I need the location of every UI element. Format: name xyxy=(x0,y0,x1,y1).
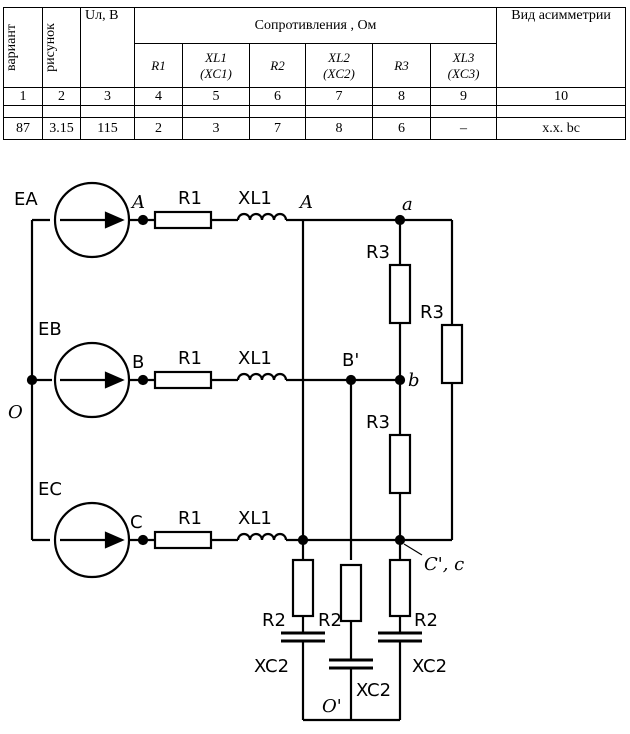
header-resistances: Сопротивления , Ом xyxy=(133,7,498,44)
label-ea: EA xyxy=(14,189,38,210)
label-xl1-c: XL1 xyxy=(238,508,272,529)
source-eb xyxy=(53,341,131,419)
load-branch-b xyxy=(329,563,373,720)
label-c-prime: C', c xyxy=(424,554,464,575)
label-b-source: B xyxy=(132,352,144,373)
header-r1: R1 xyxy=(134,43,183,88)
label-ec: EC xyxy=(38,479,62,500)
label-r2-c: R2 xyxy=(414,610,438,631)
header-xl2: XL2(XC2) xyxy=(305,43,373,88)
label-b-prime: B' xyxy=(342,350,359,371)
header-r3: R3 xyxy=(372,43,431,88)
label-a-source: A xyxy=(130,192,145,213)
node-b-prime xyxy=(345,374,357,386)
label-r3-bottom: R3 xyxy=(366,412,390,433)
header-asymmetry: Вид асимметрии xyxy=(496,7,627,88)
load-branch-a xyxy=(281,558,325,720)
label-o-prime: O' xyxy=(322,696,342,717)
label-xc2-b: XC2 xyxy=(356,680,391,701)
label-a-small: a xyxy=(402,194,413,215)
load-branch-c xyxy=(378,558,422,720)
header-voltage: Uл, В xyxy=(80,7,135,88)
header-variant: вариант xyxy=(3,7,43,88)
phase-a-line xyxy=(129,210,452,230)
header-xl1: XL1(XC1) xyxy=(182,43,250,88)
label-eb: EB xyxy=(38,319,62,340)
label-r2-a: R2 xyxy=(262,610,286,631)
source-ea xyxy=(53,181,131,259)
label-o: O xyxy=(8,402,23,423)
label-r1-c: R1 xyxy=(178,508,202,529)
parameters-table: вариант рисунок Uл, В Сопротивления , Ом… xyxy=(3,7,627,140)
label-b-small: b xyxy=(408,370,420,391)
label-xc2-c: XC2 xyxy=(412,656,447,677)
header-r2: R2 xyxy=(249,43,306,88)
header-xl3: XL3(XC3) xyxy=(429,43,498,88)
delta-r3-branch xyxy=(388,214,464,560)
label-r3-right: R3 xyxy=(420,302,444,323)
label-a-node: A xyxy=(298,192,313,213)
header-figure: рисунок xyxy=(42,7,81,88)
circuit-diagram: EA EB EC O A B C R1 R1 R1 XL1 XL1 XL1 A … xyxy=(8,181,464,722)
label-xc2-a: XC2 xyxy=(254,656,289,677)
label-r1-a: R1 xyxy=(178,188,202,209)
source-ec xyxy=(53,501,131,579)
label-r2-b: R2 xyxy=(318,610,342,631)
label-r3-top: R3 xyxy=(366,242,390,263)
label-r1-b: R1 xyxy=(178,348,202,369)
label-xl1-a: XL1 xyxy=(238,188,272,209)
label-c-source: C xyxy=(130,512,143,533)
phase-b-line xyxy=(129,370,400,390)
node-o xyxy=(26,374,38,386)
label-xl1-b: XL1 xyxy=(238,348,272,369)
phase-c-line xyxy=(129,530,452,550)
